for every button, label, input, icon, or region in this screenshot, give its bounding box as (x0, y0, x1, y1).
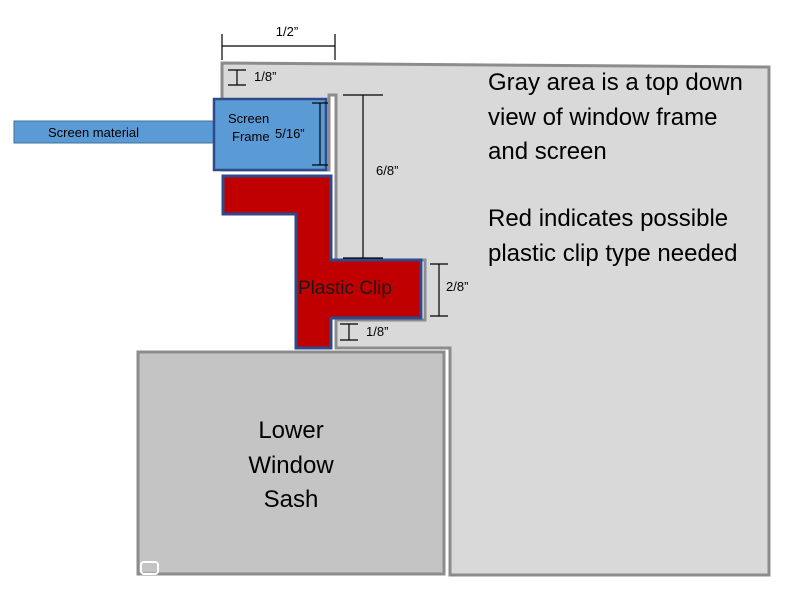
lower-window-sash (136, 350, 446, 576)
screen-frame-label-1: Screen (228, 111, 269, 126)
sash-label-2: Window (248, 452, 334, 479)
dim-clip-height: 6/8” (343, 94, 398, 259)
sash-label-1: Lower (258, 417, 323, 444)
note-gray-line-3: and screen (488, 138, 607, 165)
window-frame (220, 61, 771, 577)
note-gray-line-1: Gray area is a top down (488, 69, 743, 96)
dim-bottom-gap-label: 1/8” (366, 324, 388, 339)
dim-top-width-label: 1/2” (276, 24, 298, 39)
dim-top-width: 1/2” (221, 24, 336, 60)
screen-material-label: Screen material (48, 125, 139, 140)
dim-clip-height-label: 6/8” (376, 163, 398, 178)
dim-clip-tab-label: 2/8” (446, 279, 468, 294)
screen-frame-label-2: Frame (232, 129, 270, 144)
note-red-line-1: Red indicates possible (488, 205, 728, 232)
dim-screen-frame-label: 5/16” (275, 126, 305, 141)
dim-top-gap: 1/8” (228, 69, 276, 86)
screen-frame (212, 97, 328, 172)
dim-top-gap-label: 1/8” (254, 69, 276, 84)
dim-bottom-gap: 1/8” (340, 323, 388, 341)
plastic-clip-label: Plastic Clip (298, 278, 392, 299)
note-red-line-2: plastic clip type needed (488, 240, 738, 267)
plastic-clip (221, 174, 423, 350)
note-gray-line-2: view of window frame (488, 104, 717, 131)
corner-handle-icon (140, 561, 159, 575)
dim-screen-frame (312, 102, 328, 166)
sash-label-3: Sash (264, 486, 319, 513)
dim-clip-tab: 2/8” (430, 263, 468, 317)
